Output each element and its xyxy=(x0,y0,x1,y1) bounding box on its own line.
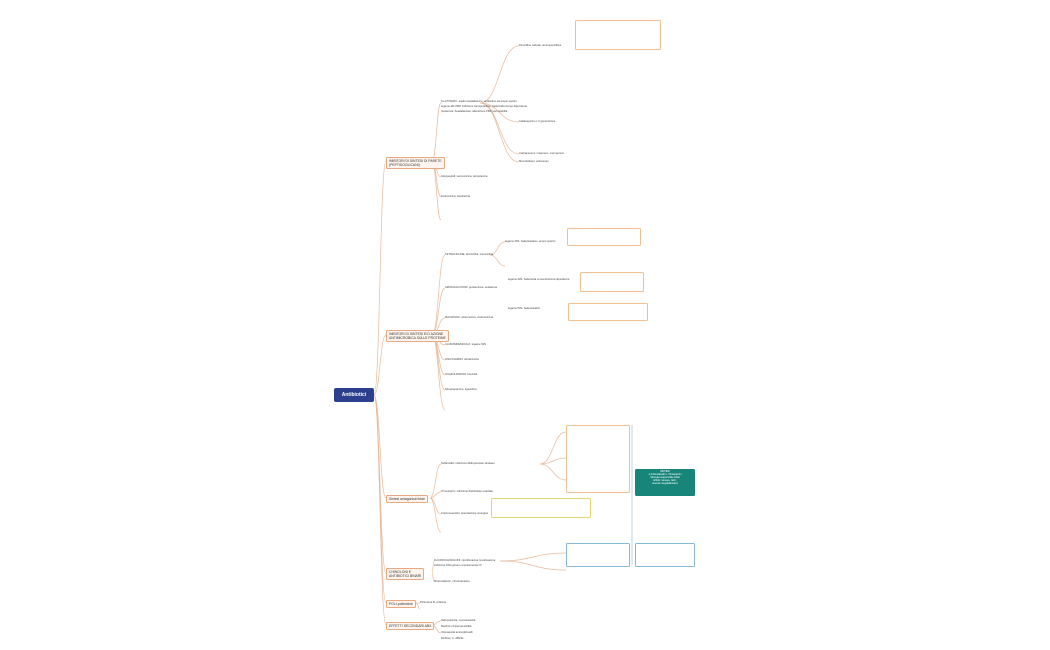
text-node: Ototossicità aminoglicosidi xyxy=(441,631,473,634)
node-sintesi-proteica[interactable]: INIBITORI DI SINTESI E/O AZIONE ANTIMICR… xyxy=(386,330,449,342)
connector-line xyxy=(431,572,435,583)
connector-line xyxy=(431,102,442,162)
text-node: resistenza: betalattamasi, alterazione P… xyxy=(441,110,508,113)
text-node: Nefrotossicità, neurotossicità xyxy=(441,619,476,622)
connector-line xyxy=(479,102,520,123)
connector-line xyxy=(489,254,506,267)
text-node: FLUOROCHINOLONI: ciprofloxacina, levoflo… xyxy=(434,559,496,562)
text-node: TETRACICLINE: doxiciclina, minociclina xyxy=(445,253,494,256)
text-node: Cotrimossazolo: associazione sinergica xyxy=(441,512,489,515)
text-node: inibizione DNA girasi e topoisomerasi IV xyxy=(434,564,482,567)
connector-line xyxy=(489,241,506,256)
connector-line xyxy=(539,463,567,481)
connector-line xyxy=(431,560,435,574)
connector-line xyxy=(429,463,442,499)
text-node: MACROLIDI: azitromicina, claritromicina xyxy=(445,316,494,319)
text-node: Sulfamidici: inibizione diidropteroato s… xyxy=(441,462,495,465)
text-node: legame 30S, batteriostatico, ampio spett… xyxy=(505,240,556,243)
node-inibitori-parete[interactable]: INIBITORI DI SINTESI DI PARETE (PEPTIDOG… xyxy=(386,157,445,169)
text-node: Penicilline naturali, aminopenicilline xyxy=(519,44,562,47)
connector-line xyxy=(373,394,387,626)
connector-line xyxy=(415,602,421,610)
text-node: Polimixina B, colistina xyxy=(420,601,446,604)
text-node: Monobattami: aztreonam xyxy=(519,160,549,163)
text-node: LINCOSAMIDI: clindamicina xyxy=(445,358,479,361)
connector-line xyxy=(373,394,387,574)
note-box xyxy=(580,272,644,292)
note-box xyxy=(568,303,648,321)
connector-line xyxy=(429,497,442,533)
text-node: Glicopeptidi: vancomicina, teicoplanina xyxy=(441,175,488,178)
text-node: Trimetoprim: inibizione diidrofolato red… xyxy=(441,490,493,493)
connector-line xyxy=(431,254,446,336)
note-box xyxy=(566,543,630,567)
node-chinoloni[interactable]: CHINOLONI E ANTIBIOTICI BINARI xyxy=(386,568,425,580)
connector-line xyxy=(431,334,446,391)
text-node: legame 50S, batteriostatici xyxy=(508,307,540,310)
node-effetti-secondari[interactable]: EFFETTI SECONDARI ABX xyxy=(386,622,435,630)
text-node: β-LATTAMICI: anello betalattamico, antib… xyxy=(441,100,517,103)
connector-line xyxy=(539,431,567,465)
text-node: Streptogramine, tigeciclina xyxy=(445,388,477,391)
connector-line xyxy=(499,552,567,562)
connector-line xyxy=(429,497,442,515)
text-node: Disbiosi, C. difficile xyxy=(441,637,464,640)
root-node[interactable]: Antibiotici xyxy=(334,388,374,402)
text-node: Carbapenemi: imipenem, meropenem xyxy=(519,152,565,155)
text-node: OXAZOLIDINONI: linezolid xyxy=(445,373,478,376)
connector-line xyxy=(499,560,567,571)
connector-line xyxy=(479,45,520,104)
note-box xyxy=(575,20,661,50)
connector-line xyxy=(479,102,520,163)
summary-note: SINTESI 1 Antimetaboliti + Trimetoprim S… xyxy=(635,469,695,496)
text-node: legame alle PBP, inibizione transpeptida… xyxy=(441,105,528,108)
note-box xyxy=(635,543,695,567)
note-box xyxy=(567,228,641,246)
note-box xyxy=(491,498,591,518)
note-box xyxy=(566,425,630,493)
text-node: Metronidazolo, nitrofurantoina xyxy=(434,580,470,583)
node-antagonisti-folati[interactable]: Sintesi antagonisti folati xyxy=(386,495,428,503)
text-node: legame 30S, battericida concentrazione-d… xyxy=(508,278,570,281)
text-node: Cefalosporine I-V generazione xyxy=(519,120,556,123)
text-node: AMINOGLICOSIDI: gentamicina, amikacina xyxy=(445,286,497,289)
connector-line xyxy=(429,491,442,499)
connector-line xyxy=(539,457,567,465)
text-node: CLORAMFENICOLO: legame 50S xyxy=(445,343,487,346)
connector-line xyxy=(373,160,387,396)
text-node: Reazioni di ipersensibilità xyxy=(441,625,472,628)
connector-line xyxy=(373,394,387,499)
connector-line xyxy=(373,334,387,396)
text-node: Fosfomicina, bacitracina xyxy=(441,195,470,198)
node-polimixine[interactable]: POLI-polimixine xyxy=(386,600,416,608)
